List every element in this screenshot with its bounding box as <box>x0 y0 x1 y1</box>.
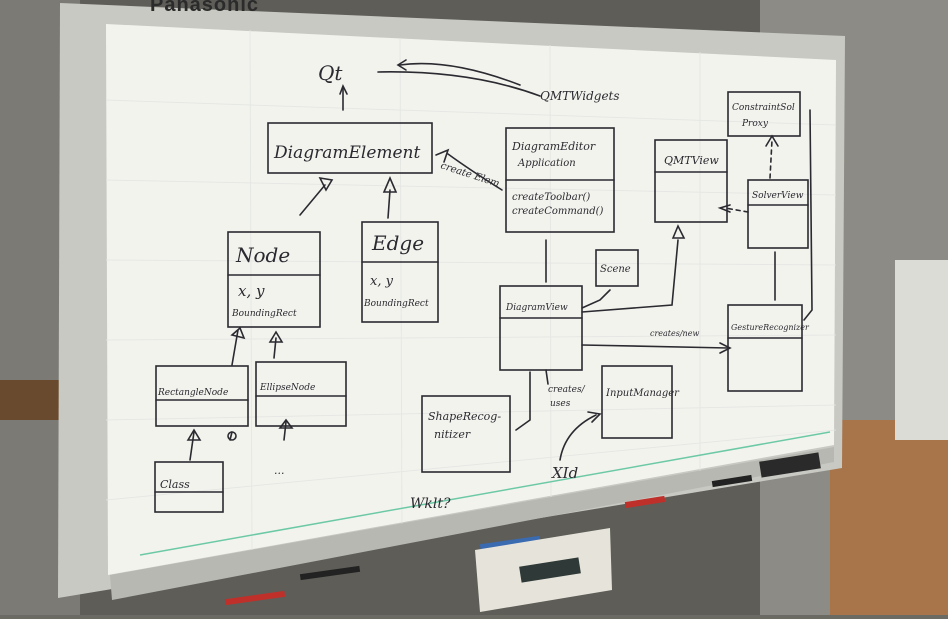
label-edge-attr2: BoundingRect <box>363 299 429 309</box>
label-constraint-2: Proxy <box>741 119 769 129</box>
label-creates-new: creates/new <box>650 329 699 338</box>
label-editor-op2: createCommand() <box>512 206 604 217</box>
label-node-attr2: BoundingRect <box>231 309 297 319</box>
label-shape-2: nitizer <box>434 428 471 441</box>
label-editor-1: DiagramEditor <box>511 140 596 153</box>
brand-logo: Panasonic <box>150 0 260 16</box>
label-dots: ... <box>274 464 285 477</box>
label-edge-attr1: x, y <box>370 274 394 289</box>
label-node-attr1: x, y <box>238 282 265 300</box>
label-class: Class <box>160 478 190 491</box>
label-node: Node <box>235 243 290 267</box>
label-rect-node: RectangleNode <box>157 388 228 398</box>
label-qt: Qt <box>318 61 343 85</box>
label-editor-2: Application <box>517 158 576 169</box>
label-wklt: Wklt? <box>410 496 451 512</box>
label-edge: Edge <box>371 231 424 255</box>
label-editor-op1: createToolbar() <box>512 192 590 203</box>
label-qmtwidgets: QMTWidgets <box>540 89 620 103</box>
label-solverview: SolverView <box>752 191 804 201</box>
label-xid: XId <box>551 464 578 482</box>
label-gesture: GestureRecognizer <box>731 323 810 332</box>
label-creates-1: creates/ <box>548 385 586 395</box>
label-scene: Scene <box>600 264 631 275</box>
label-diagram-element: DiagramElement <box>273 143 421 163</box>
label-shape-1: ShapeRecog- <box>428 410 501 423</box>
label-constraint-1: ConstraintSol <box>732 103 795 113</box>
label-input-manager: InputManager <box>605 388 680 399</box>
label-diagram-view: DiagramView <box>505 303 568 313</box>
label-qmtview: QMTView <box>664 154 719 167</box>
label-ellipse-node: EllipseNode <box>259 383 315 393</box>
label-creates-2: uses <box>550 399 571 409</box>
